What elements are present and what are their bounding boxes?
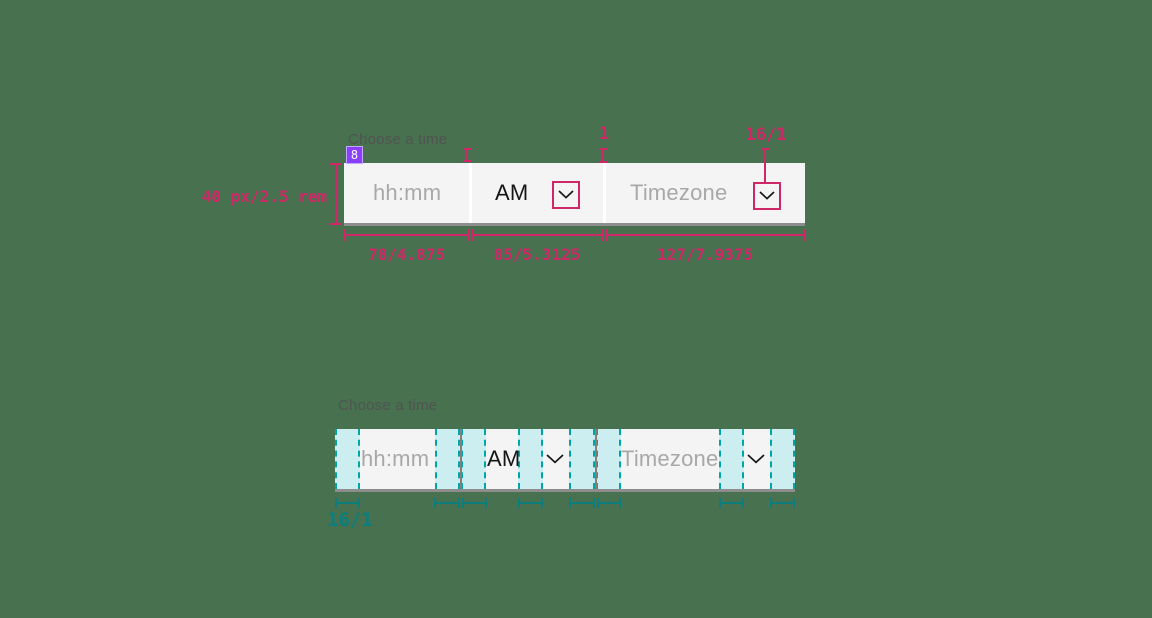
time-picker: hh:mm AM Timezone	[344, 163, 805, 226]
segment-width-label: 85/5.3125	[493, 245, 581, 264]
timezone-chevron-highlight-box[interactable]	[753, 182, 781, 210]
padding-highlight	[596, 429, 621, 489]
divider-gap-label: 1	[598, 124, 610, 144]
spacing-token-badge: 8	[346, 146, 363, 164]
time-picker-label: Choose a time	[338, 397, 438, 414]
time-picker-label: Choose a time	[348, 131, 448, 148]
time-input[interactable]: hh:mm	[361, 446, 430, 471]
field-divider	[460, 429, 462, 489]
padding-highlight	[770, 429, 795, 489]
chevron-down-icon	[759, 187, 775, 205]
field-divider	[595, 429, 597, 489]
segment-width-label: 127/7.9375	[656, 245, 754, 264]
field-divider	[469, 163, 472, 223]
time-input[interactable]: hh:mm	[373, 180, 442, 205]
chevron-down-icon	[558, 186, 574, 204]
padding-highlight	[569, 429, 595, 489]
chevron-inset-label: 16/1	[745, 125, 787, 145]
padding-highlight	[435, 429, 460, 489]
chevron-down-icon[interactable]	[747, 429, 765, 489]
padding-highlight	[518, 429, 543, 489]
ampm-select[interactable]: AM	[495, 180, 529, 205]
time-picker: hh:mm AM Timezone	[335, 429, 795, 492]
padding-highlight	[719, 429, 744, 489]
field-divider	[603, 163, 606, 223]
ampm-select[interactable]: AM	[487, 446, 521, 471]
timezone-select[interactable]: Timezone	[621, 446, 719, 471]
padding-highlight	[461, 429, 486, 489]
segment-width-label: 78/4.875	[367, 245, 446, 264]
height-measure-label: 40 px/2.5 rem	[201, 187, 327, 206]
padding-value-label: 16/1	[327, 509, 373, 531]
timezone-select[interactable]: Timezone	[630, 180, 728, 205]
padding-highlight	[335, 429, 360, 489]
ampm-chevron-highlight-box[interactable]	[552, 181, 580, 209]
chevron-down-icon[interactable]	[546, 429, 564, 489]
